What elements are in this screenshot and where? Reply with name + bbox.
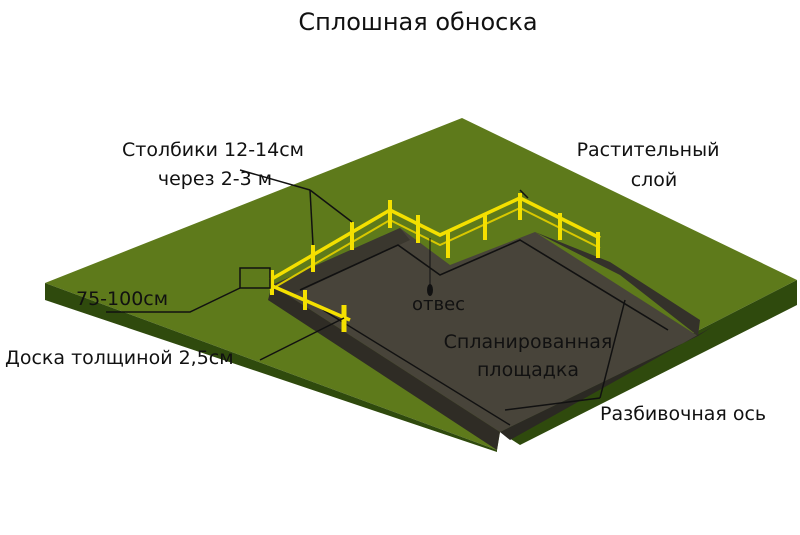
axis-line-2 xyxy=(322,309,511,426)
topsoil-label-line1: Растительный xyxy=(577,139,720,161)
pit-wall-front xyxy=(500,327,712,440)
leader-line xyxy=(309,189,314,246)
posts-label-line2: через 2-3 м xyxy=(158,168,272,190)
plumb-label: отвес xyxy=(412,294,465,315)
pit-wall-back-left xyxy=(272,228,410,296)
pit-floor xyxy=(272,228,698,432)
leader-line xyxy=(106,287,241,313)
height-marker-box xyxy=(239,267,271,289)
diagram-title: Сплошная обноска xyxy=(298,8,537,36)
leader-line xyxy=(519,189,529,199)
leader-line xyxy=(599,299,626,399)
axis-line-1 xyxy=(299,239,669,331)
leader-line xyxy=(239,169,311,191)
plumb-bob xyxy=(427,284,433,296)
ground-side-left xyxy=(45,283,497,452)
topsoil-label-line2: слой xyxy=(631,169,678,191)
posts-label-line1: Столбики 12-14см xyxy=(122,139,304,161)
leader-lines xyxy=(106,169,626,411)
leader-line xyxy=(259,317,345,361)
leader-line xyxy=(309,189,353,223)
leader-line xyxy=(504,397,601,411)
axis-label: Разбивочная ось xyxy=(600,403,766,425)
fence-board-left xyxy=(269,283,351,322)
site-label-line2: площадка xyxy=(477,359,579,381)
board-label: Доска толщиной 2,5см xyxy=(5,347,234,369)
site-label-line1: Спланированная xyxy=(444,331,613,353)
height-label: 75-100см xyxy=(76,288,168,310)
fence xyxy=(269,193,601,332)
